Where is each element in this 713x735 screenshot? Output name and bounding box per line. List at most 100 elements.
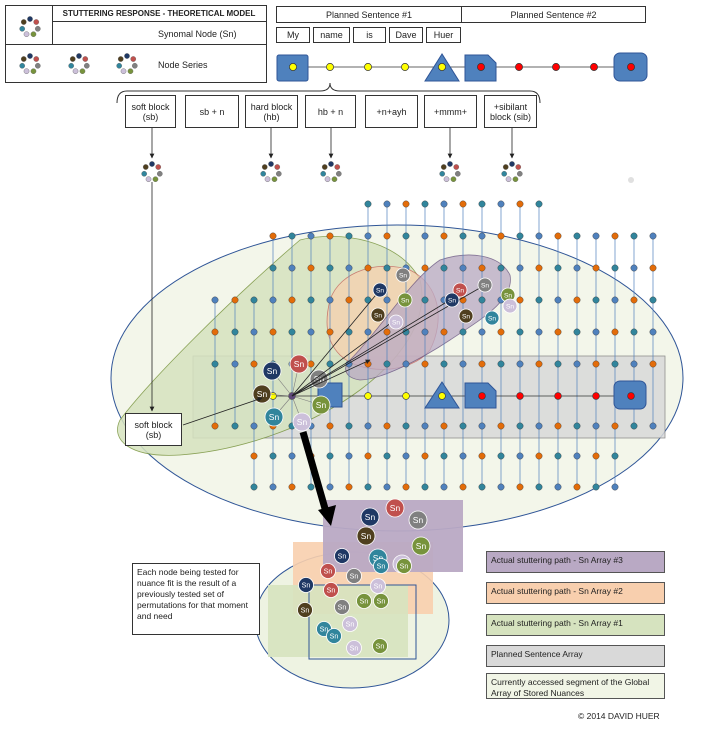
sn-node-circle	[297, 602, 313, 618]
sn-node: Sn	[323, 582, 339, 598]
grid-node	[231, 296, 239, 304]
ring-dot	[30, 31, 37, 38]
grid-node	[326, 296, 334, 304]
grid-node	[383, 452, 391, 460]
grid-node	[364, 422, 372, 430]
grid-node	[516, 452, 524, 460]
sn-node: Sn	[342, 616, 358, 632]
ring-dot	[20, 56, 27, 62]
ring-dot	[131, 62, 138, 69]
response-line: (hb)	[263, 111, 280, 122]
grid-node	[649, 264, 657, 272]
grid-node	[345, 296, 353, 304]
grid-node	[592, 422, 600, 430]
grid-node	[611, 422, 619, 430]
sn-node: Sn	[444, 292, 460, 308]
ring-dot	[447, 161, 453, 167]
sn-node-label: Sn	[269, 412, 280, 422]
grid-node	[554, 264, 562, 272]
ring-dot	[69, 56, 76, 62]
sn-node-label: Sn	[320, 626, 329, 634]
sn-node-label: Sn	[338, 553, 347, 561]
sn-node-label: Sn	[330, 633, 339, 641]
ring-dot	[20, 19, 27, 25]
sn-node-label: Sn	[350, 645, 359, 653]
ring-dot	[440, 164, 447, 170]
word-name: name	[313, 27, 350, 43]
grid-node	[326, 264, 334, 272]
grid-node	[326, 232, 334, 240]
ring-dot	[34, 25, 41, 32]
grid-node	[497, 232, 505, 240]
ring-dot	[23, 31, 30, 38]
grid-node	[497, 200, 505, 208]
grid-node	[383, 232, 391, 240]
response-line: sb + n	[199, 106, 225, 117]
sn-node-circle	[372, 638, 388, 654]
grid-node	[554, 232, 562, 240]
grid-node	[592, 328, 600, 336]
sn-node-label: Sn	[294, 359, 305, 369]
grid-node	[421, 422, 429, 430]
grid-node	[345, 264, 353, 272]
sn-node: Sn	[452, 282, 468, 298]
grid-node	[573, 360, 581, 368]
grid-node	[478, 264, 486, 272]
sn-node-circle	[264, 407, 284, 427]
grid-node	[211, 328, 219, 336]
grid-node	[421, 200, 429, 208]
grid-node	[326, 422, 334, 430]
sn-node: Sn	[370, 578, 386, 594]
grid-node	[231, 422, 239, 430]
ring-dot	[130, 56, 137, 62]
band-sentence-node	[627, 392, 635, 400]
sn-node-label: Sn	[448, 297, 456, 304]
grid-node	[630, 360, 638, 368]
sn-node-label: Sn	[361, 531, 372, 541]
grid-node	[554, 452, 562, 460]
sentence-node	[552, 63, 560, 71]
grid-node	[611, 264, 619, 272]
synomal-node-icon	[439, 161, 461, 183]
grid-node	[478, 422, 486, 430]
sn-node-label: Sn	[267, 366, 278, 376]
grid-node	[459, 452, 467, 460]
sn-node-circle	[370, 578, 386, 594]
node-series-label: Node Series	[158, 60, 208, 70]
ring-dot	[509, 161, 515, 167]
sn-node-circle	[370, 307, 386, 323]
grid-node	[269, 452, 277, 460]
sn-node-label: Sn	[504, 292, 512, 299]
grid-node	[459, 483, 467, 491]
sn-node-label: Sn	[377, 563, 386, 571]
sn-node-label: Sn	[324, 568, 333, 576]
grid-node	[211, 360, 219, 368]
sn-node: Sn	[334, 599, 350, 615]
sn-node: Sn	[356, 593, 372, 609]
sentence-node	[438, 63, 446, 71]
grid-node	[516, 264, 524, 272]
ring-dot	[23, 68, 30, 75]
grid-node	[592, 483, 600, 491]
sn-node-circle	[484, 310, 500, 326]
callout-arrow	[182, 397, 263, 426]
grid-node	[364, 264, 372, 272]
ring-dot	[274, 164, 281, 170]
grid-node	[611, 232, 619, 240]
grid-node	[402, 360, 410, 368]
grid-node	[307, 296, 315, 304]
sn-node: Sn	[385, 498, 405, 518]
grid-node	[611, 483, 619, 491]
response-sb-n: sb + n	[185, 95, 239, 128]
sn-node-circle	[346, 640, 362, 656]
grid-node	[269, 232, 277, 240]
sn-node-label: Sn	[399, 272, 407, 279]
grid-node	[383, 422, 391, 430]
grid-node	[383, 296, 391, 304]
grid-node	[478, 452, 486, 460]
grid-node	[402, 200, 410, 208]
planned-sentence-2: Planned Sentence #2	[461, 6, 646, 23]
sn-node-label: Sn	[374, 583, 383, 591]
sn-node: Sn	[320, 563, 336, 579]
